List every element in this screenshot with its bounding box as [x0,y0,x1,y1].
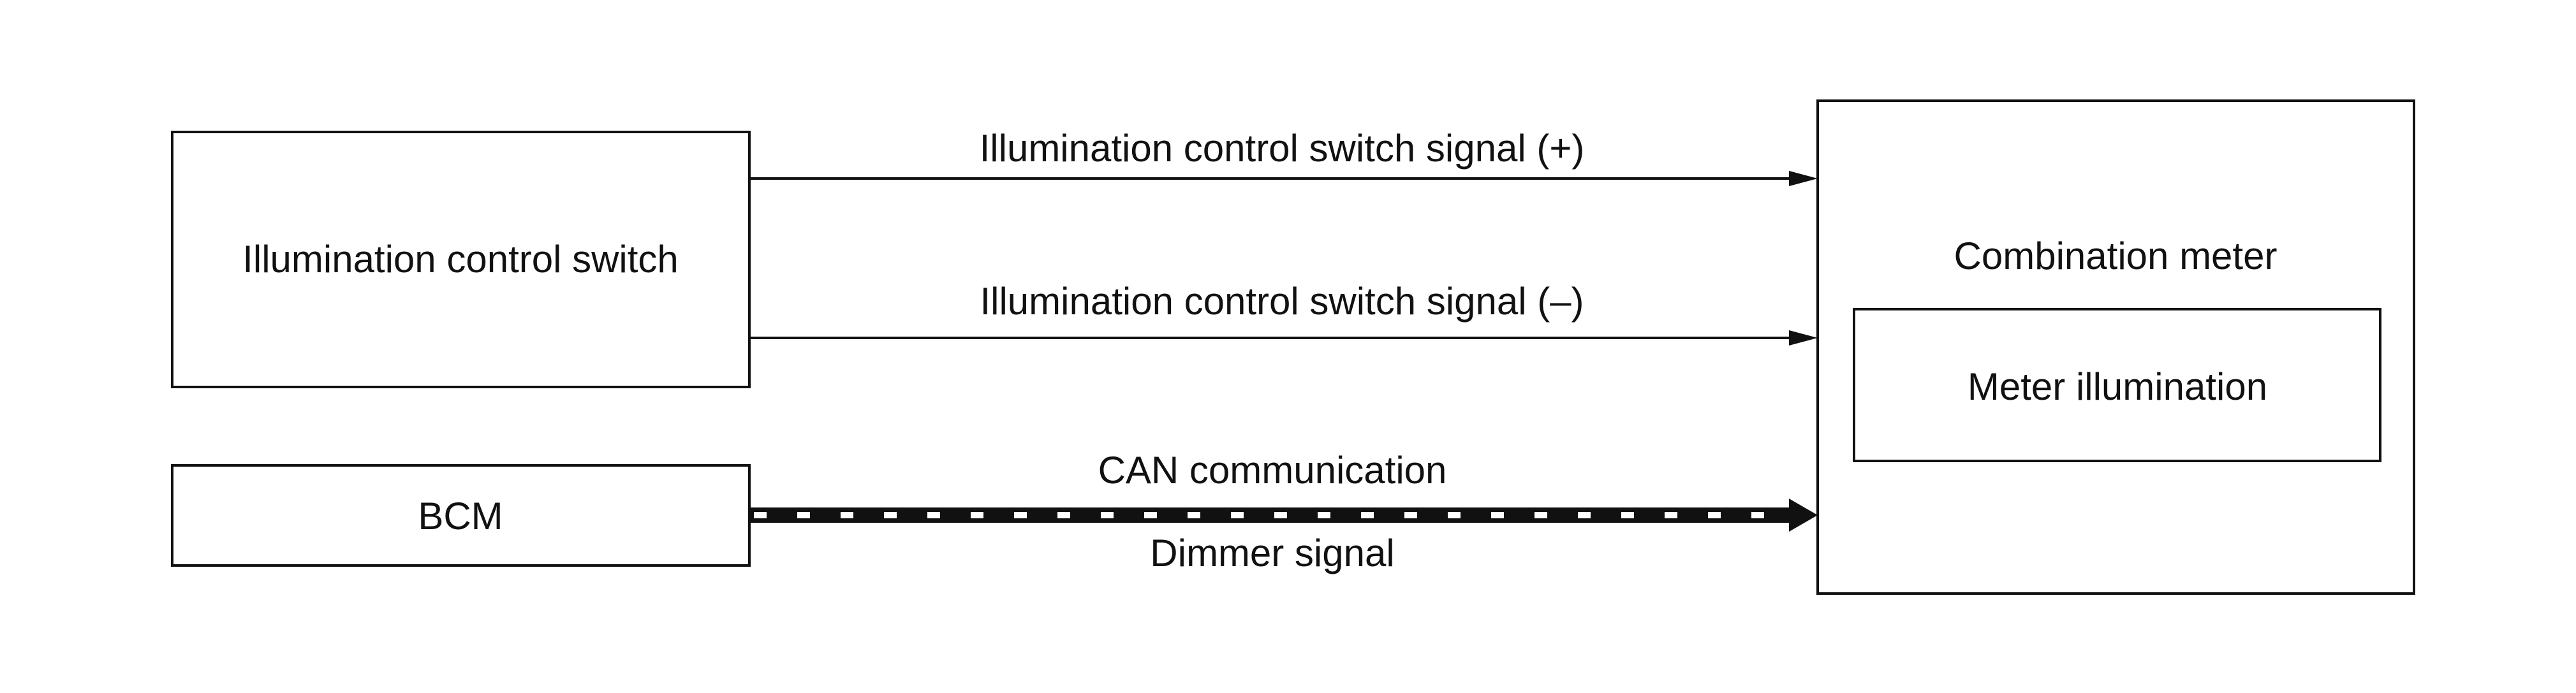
bcm-label: BCM [418,495,503,537]
combination-meter-label: Combination meter [1954,235,2278,277]
meter-illumination-label: Meter illumination [1968,365,2267,408]
illumination-control-switch-block: Illumination control switch [171,131,751,388]
signal-minus-label: Illumination control switch signal (–) [980,280,1584,323]
can-communication-label: CAN communication [1098,449,1447,492]
combination-meter-box [1816,99,2415,595]
signal-plus-label: Illumination control switch signal (+) [980,127,1585,170]
can-bus-arrowhead [1789,499,1818,532]
meter-illumination-box [1853,308,2381,462]
can-communication-connection: CAN communication Dimmer signal [749,449,1818,574]
dimmer-signal-label: Dimmer signal [1150,532,1394,574]
signal-minus-connection: Illumination control switch signal (–) [749,280,1818,346]
bcm-block: BCM [171,464,751,567]
illumination-control-switch-label: Illumination control switch [242,238,679,281]
signal-plus-connection: Illumination control switch signal (+) [749,127,1818,186]
signal-plus-arrowhead [1789,171,1818,186]
illumination-control-switch-box [171,131,751,388]
combination-meter-block: Combination meter Meter illumination [1816,99,2415,595]
signal-minus-arrowhead [1789,330,1818,346]
